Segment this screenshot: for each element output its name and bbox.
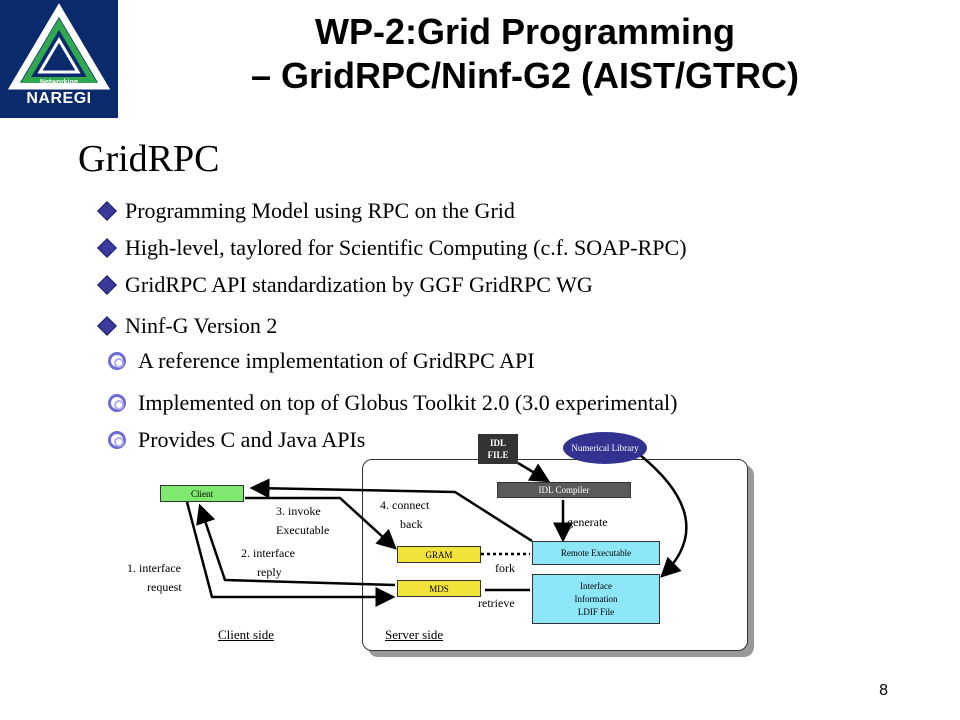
bullet-item: Ninf-G Version 2 — [97, 313, 278, 339]
arrow-invoke — [245, 496, 397, 550]
bullet-item: High-level, taylored for Scientific Comp… — [97, 235, 687, 261]
label-request-line-2: request — [147, 580, 182, 594]
arrow-interface-request — [185, 501, 396, 607]
label-connect-line-2: back — [400, 517, 423, 531]
interface-info-line-3: LDIF File — [577, 606, 615, 617]
logo-networking-text: Networking — [39, 79, 79, 86]
sub-bullet-text: Provides C and Java APIs — [138, 427, 366, 452]
label-request-line-1: 1. interface — [127, 561, 181, 575]
label-reply-line-1: 2. interface — [241, 546, 295, 560]
label-retrieve: retrieve — [478, 596, 515, 610]
logo-emblem — [7, 3, 111, 90]
swirl-bullet-icon — [108, 394, 126, 412]
idl-compiler-box: IDL Compiler — [497, 482, 631, 498]
label-generate: generate — [567, 515, 608, 529]
client-side-label: Client side — [218, 627, 274, 642]
sub-bullet-item: Implemented on top of Globus Toolkit 2.0… — [108, 390, 677, 416]
arrow-connect-back — [249, 478, 533, 543]
bullet-text: Ninf-G Version 2 — [125, 313, 278, 338]
server-side-label: Server side — [385, 627, 444, 642]
label-fork: fork — [495, 561, 515, 575]
naregi-logo: Networking NAREGI — [0, 0, 118, 118]
sub-bullet-item: A reference implementation of GridRPC AP… — [108, 348, 535, 374]
label-invoke-line-2: Executable — [276, 523, 330, 537]
title-line-1: WP-2:Grid Programming — [314, 11, 736, 52]
slide-title: WP-2:Grid Programming – GridRPC/Ninf-G2 … — [130, 10, 920, 98]
label-request: 1. interface request — [127, 559, 182, 597]
idl-file-box: IDL FILE — [478, 434, 518, 464]
logo-text: NAREGI — [26, 90, 92, 107]
label-reply-line-2: reply — [257, 565, 282, 579]
bullet-item: Programming Model using RPC on the Grid — [97, 198, 515, 224]
label-invoke: 3. invoke Executable — [276, 502, 329, 540]
arrow-idl-to-compiler — [517, 461, 551, 483]
sub-bullet-text: A reference implementation of GridRPC AP… — [138, 348, 535, 373]
interface-info-box: Interface Information LDIF File — [532, 574, 660, 624]
sub-bullet-item: Provides C and Java APIs — [108, 427, 365, 453]
arrow-interface-reply — [196, 503, 396, 587]
swirl-bullet-icon — [108, 431, 126, 449]
interface-info-line-1: Interface — [580, 580, 612, 591]
remote-executable-box: Remote Executable — [532, 541, 660, 565]
label-connect-line-1: 4. connect — [380, 498, 430, 512]
bullet-item: GridRPC API standardization by GGF GridR… — [97, 272, 593, 298]
sub-bullet-text: Implemented on top of Globus Toolkit 2.0… — [138, 390, 678, 415]
swirl-bullet-icon — [108, 352, 126, 370]
bullet-text: High-level, taylored for Scientific Comp… — [125, 235, 687, 260]
bullet-text: GridRPC API standardization by GGF GridR… — [125, 272, 593, 297]
interface-info-line-2: Information — [574, 593, 618, 604]
title-line-2: – GridRPC/Ninf-G2 (AIST/GTRC) — [251, 55, 799, 96]
section-heading: GridRPC — [78, 138, 220, 180]
bullet-text: Programming Model using RPC on the Grid — [125, 198, 515, 223]
client-box: Client — [160, 485, 244, 502]
page-number: 8 — [879, 682, 888, 699]
label-invoke-line-1: 3. invoke — [276, 504, 321, 518]
numerical-library-oval: Numerical Library — [563, 432, 647, 464]
gram-box: GRAM — [397, 546, 481, 563]
label-reply: 2. interface reply — [241, 544, 295, 582]
arrow-library-to-interface — [639, 454, 688, 578]
mds-box: MDS — [397, 580, 481, 597]
label-connect: 4. connect back — [380, 496, 429, 534]
